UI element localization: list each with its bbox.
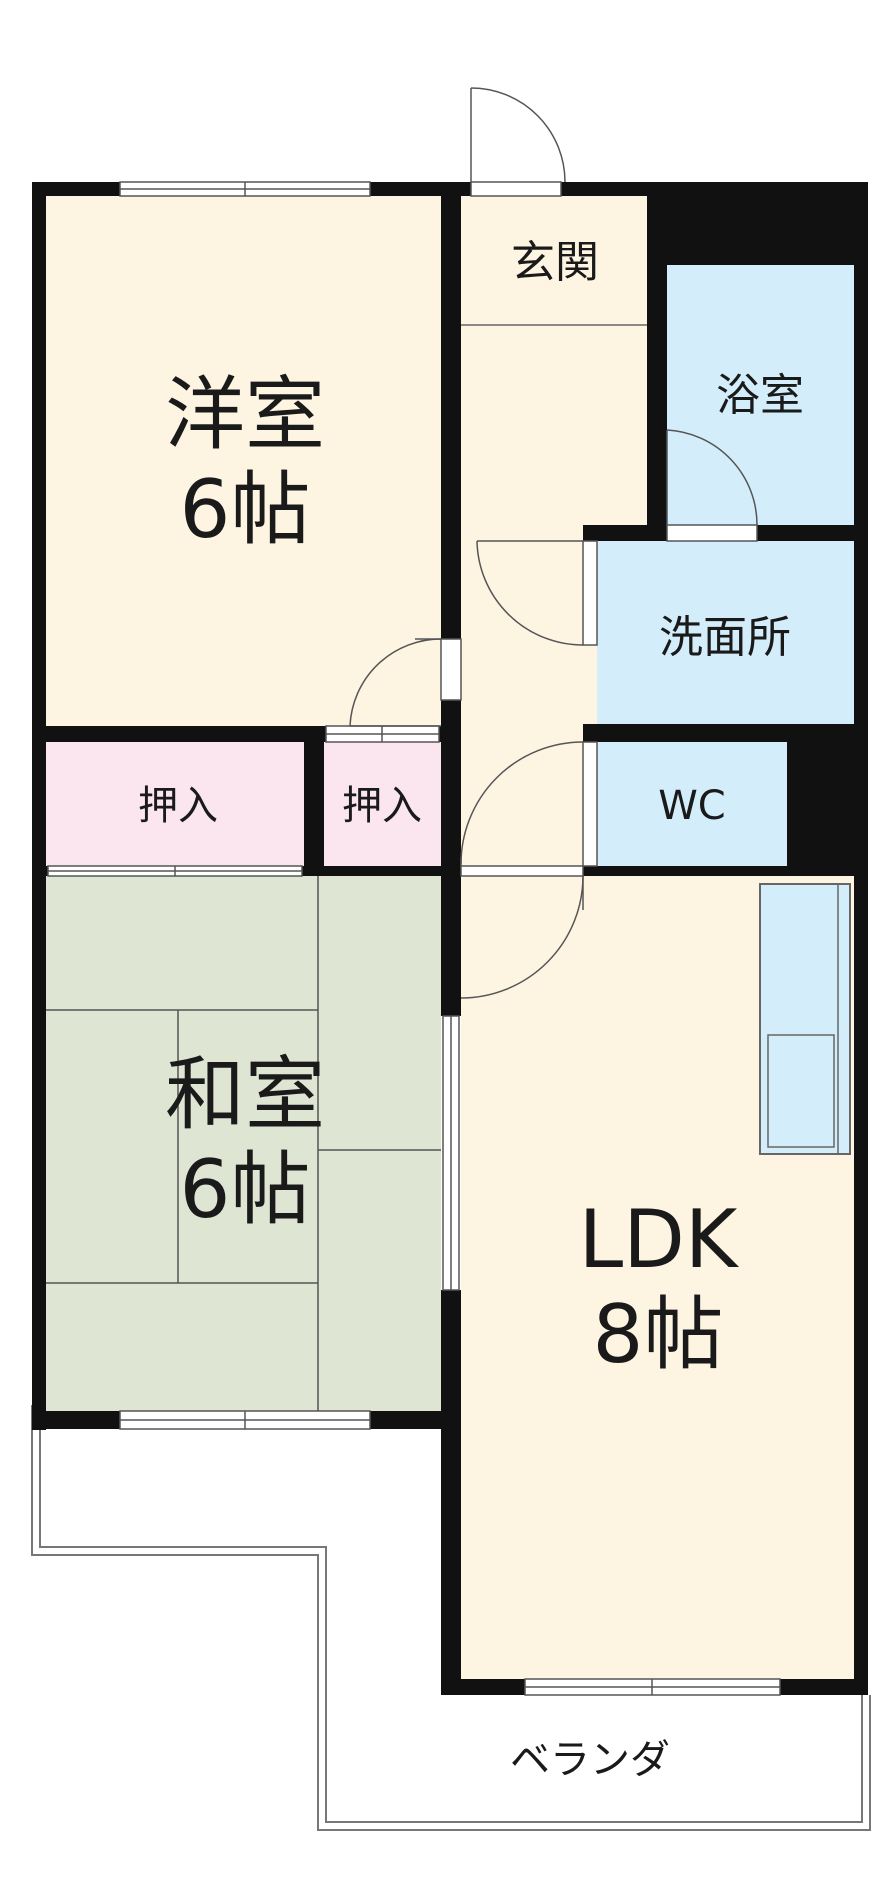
washroom-floor [597, 541, 854, 724]
washroom-name: 洗面所 [659, 612, 791, 663]
entrance-name: 玄関 [511, 237, 599, 288]
japanese-room-floor [46, 876, 441, 1411]
doors [349, 87, 758, 999]
western-room-name: 洋室 [165, 368, 325, 461]
washroom-door [476, 540, 598, 646]
windows [47, 181, 781, 1696]
veranda-outline [31, 1405, 871, 1831]
wc-name: WC [658, 783, 725, 829]
kitchen-sink [767, 1034, 835, 1148]
japanese-room-size: 6帖 [180, 1143, 311, 1236]
kitchen-counter [759, 883, 851, 1155]
front-door [470, 87, 566, 197]
bath-name: 浴室 [716, 370, 804, 421]
western-room-floor [46, 196, 441, 726]
western-room-door [349, 638, 462, 727]
wc-door [460, 741, 598, 867]
closet-1-floor [46, 742, 304, 866]
bath-floor [667, 265, 854, 525]
wc-floor [597, 742, 787, 866]
closet-2-name: 押入 [342, 783, 422, 829]
tatami-lines [46, 876, 441, 1411]
western-room-size: 6帖 [180, 463, 311, 556]
japanese-room-name: 和室 [165, 1048, 325, 1141]
bath-door [666, 429, 758, 542]
closet-1-name: 押入 [138, 783, 218, 829]
ldk-room-name: LDK [579, 1193, 740, 1286]
closet-2-floor [324, 742, 441, 866]
ldk-door [460, 865, 584, 999]
ldk-room-size: 8帖 [593, 1288, 724, 1381]
veranda-name: ベランダ [510, 1737, 670, 1783]
